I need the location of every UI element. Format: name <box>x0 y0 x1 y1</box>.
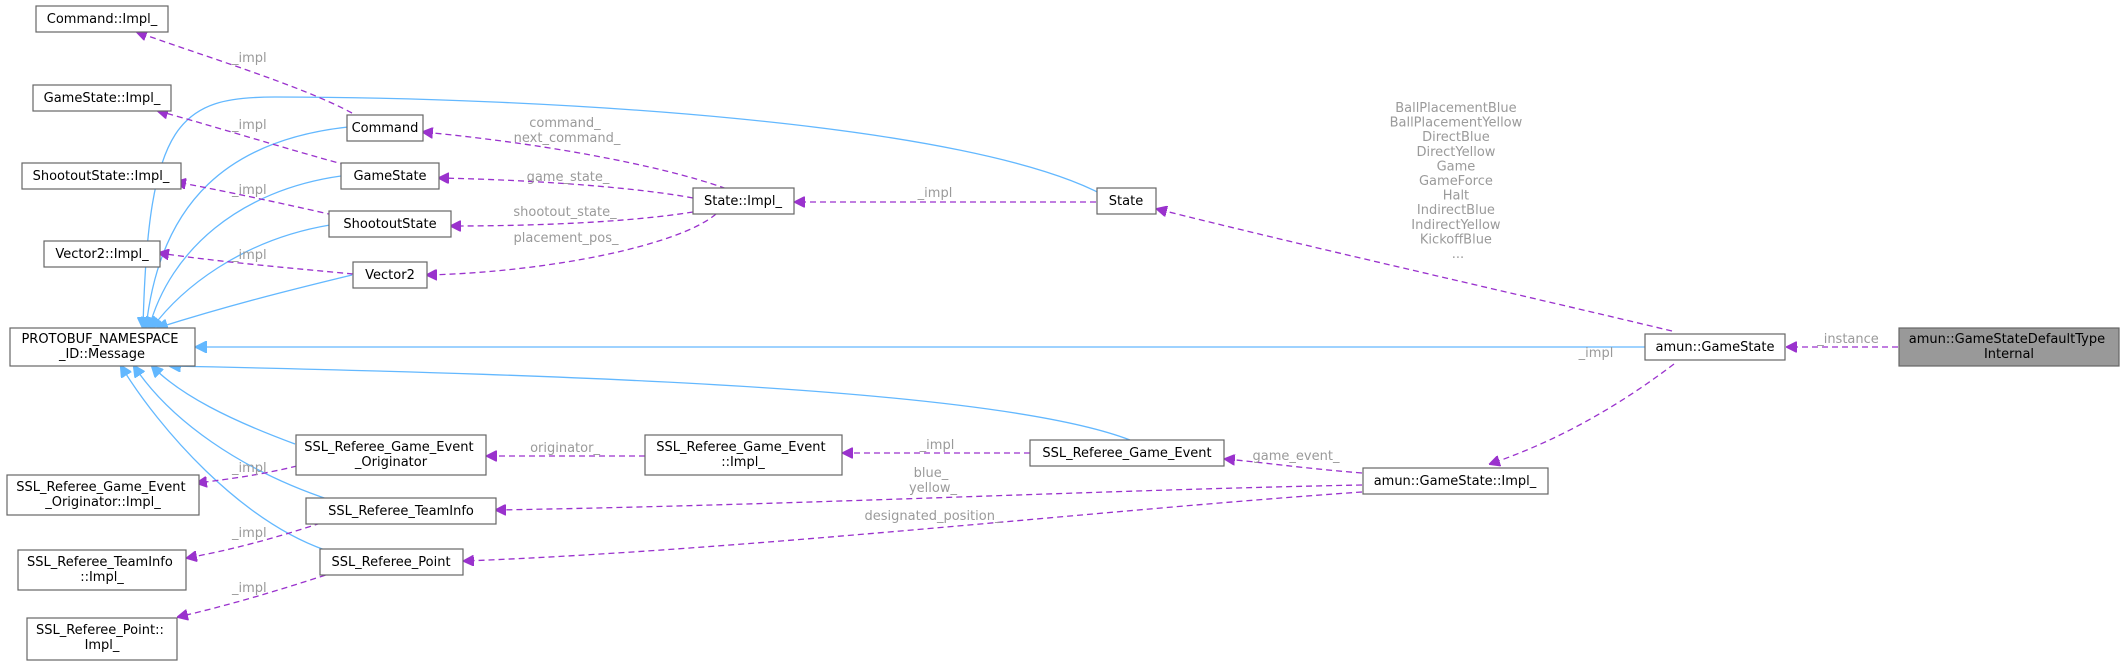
label-originator: originator_ <box>530 441 600 456</box>
svg-text:amun::GameState::Impl_: amun::GameState::Impl_ <box>1374 474 1537 489</box>
edge-state-impl-to-command <box>423 132 736 193</box>
nodes: Command::Impl_ GameState::Impl_ Shootout… <box>6 5 2120 661</box>
svg-text:Vector2::Impl_: Vector2::Impl_ <box>55 247 149 262</box>
edge-state-impl-to-vector2 <box>427 213 717 275</box>
svg-text:SSL_Referee_Game_Event: SSL_Referee_Game_Event <box>1042 446 1211 461</box>
node-protobuf-message[interactable]: PROTOBUF_NAMESPACE _ID::Message <box>9 327 196 367</box>
edge-gamestate-to-gamestate-impl <box>158 111 347 166</box>
label-gamestate-impl: _impl <box>231 118 267 133</box>
node-command-impl[interactable]: Command::Impl_ <box>35 5 169 33</box>
node-state-impl[interactable]: State::Impl_ <box>692 187 795 215</box>
svg-text:Vector2: Vector2 <box>365 268 415 283</box>
label-shootoutstate-impl: _impl <box>231 183 267 198</box>
node-gamestate[interactable]: GameState <box>340 162 440 190</box>
label-designated-position: designated_position_ <box>865 509 1002 524</box>
label-state-impl: _impl <box>917 186 953 201</box>
node-originator-impl[interactable]: SSL_Referee_Game_Event _Originator::Impl… <box>6 474 200 516</box>
node-shootoutstate-impl[interactable]: ShootoutState::Impl_ <box>21 162 182 190</box>
edge-state-to-message <box>143 96 1113 328</box>
svg-text:Command: Command <box>352 121 419 136</box>
edge-point-to-point-impl <box>178 571 336 617</box>
edge-shootoutstate-to-shootoutstate-impl <box>176 182 334 216</box>
label-amun-gamestate-impl: _impl <box>1578 346 1614 361</box>
label-shootout-state: shootout_state_ <box>513 205 617 220</box>
node-amun-gamestate[interactable]: amun::GameState <box>1644 333 1786 361</box>
edge-command-to-message <box>146 126 349 328</box>
usage-edges <box>137 32 1898 617</box>
node-point[interactable]: SSL_Referee_Point <box>319 548 464 576</box>
edge-command-to-command-impl <box>137 32 353 114</box>
svg-text:GameState::Impl_: GameState::Impl_ <box>44 91 161 106</box>
edge-amun-gamestate-to-state <box>1157 209 1673 332</box>
label-teaminfo-impl: _impl <box>231 526 267 541</box>
edge-gamestate-to-message <box>149 175 342 328</box>
label-game-event-impl: _impl <box>919 438 955 453</box>
edge-labels: _impl _impl _impl _impl command_ next_co… <box>231 51 1879 596</box>
svg-text:SSL_Referee_Game_Event: SSL_Referee_Game_Event ::Impl_ <box>656 440 829 470</box>
label-originator-impl: _impl <box>231 461 267 476</box>
node-command[interactable]: Command <box>346 114 424 142</box>
edge-vector2-to-vector2-impl <box>159 253 354 275</box>
svg-text:SSL_Referee_Game_Event: SSL_Referee_Game_Event _Originator <box>304 440 477 470</box>
edge-state-impl-to-shootoutstate <box>451 211 694 226</box>
edge-teaminfo-to-message <box>134 366 331 501</box>
svg-text:SSL_Referee_TeamInfo :: SSL_Referee_TeamInfo ::Impl_ <box>27 555 177 585</box>
edge-point-to-message <box>121 366 326 551</box>
label-enum-values: BallPlacementBlue BallPlacementYellow Di… <box>1390 101 1527 262</box>
edge-amun-impl-to-point <box>464 491 1363 561</box>
label-game-state: game_state_ <box>527 170 610 185</box>
label-blue-yellow: blue_ yellow_ <box>909 466 958 496</box>
node-teaminfo-impl[interactable]: SSL_Referee_TeamInfo ::Impl_ <box>17 549 187 591</box>
node-game-event-impl[interactable]: SSL_Referee_Game_Event ::Impl_ <box>644 434 843 476</box>
node-originator[interactable]: SSL_Referee_Game_Event _Originator <box>295 434 487 476</box>
svg-text:SSL_Referee_Game_Event: SSL_Referee_Game_Event _Originator::Impl… <box>16 480 189 510</box>
svg-text:SSL_Referee_TeamInfo: SSL_Referee_TeamInfo <box>328 504 474 519</box>
inheritance-edges <box>121 96 1645 551</box>
node-vector2[interactable]: Vector2 <box>352 261 428 289</box>
label-vector2-impl: _impl <box>231 248 267 263</box>
edge-originator-to-message <box>152 366 296 445</box>
svg-text:amun::GameStateDefaultType: amun::GameStateDefaultType Internal <box>1909 332 2109 362</box>
label-instance: _instance <box>1816 332 1879 347</box>
svg-text:SSL_Referee_Point:: Im: SSL_Referee_Point:: Impl_ <box>36 623 168 653</box>
label-point-impl: _impl <box>231 581 267 596</box>
node-shootoutstate[interactable]: ShootoutState <box>328 210 452 238</box>
node-point-impl[interactable]: SSL_Referee_Point:: Impl_ <box>26 617 178 661</box>
label-game-event: game_event_ <box>1253 449 1340 464</box>
svg-text:Command::Impl_: Command::Impl_ <box>47 12 158 27</box>
svg-text:PROTOBUF_NAMESPACE _ID: PROTOBUF_NAMESPACE _ID::Message <box>21 332 182 362</box>
edge-amun-gamestate-to-impl <box>1490 363 1675 464</box>
node-amun-gamestate-impl[interactable]: amun::GameState::Impl_ <box>1362 467 1549 495</box>
node-amun-gamestate-default-type-internal[interactable]: amun::GameStateDefaultType Internal <box>1898 327 2120 367</box>
edge-state-impl-to-gamestate <box>439 178 694 199</box>
edge-amun-impl-to-teaminfo <box>496 484 1363 510</box>
svg-text:ShootoutState: ShootoutState <box>343 217 436 232</box>
edge-amun-impl-to-game-event <box>1225 459 1363 474</box>
node-vector2-impl[interactable]: Vector2::Impl_ <box>43 240 161 268</box>
node-gamestate-impl[interactable]: GameState::Impl_ <box>32 84 172 112</box>
svg-text:State: State <box>1109 194 1143 209</box>
edge-shootoutstate-to-message <box>152 224 331 328</box>
node-teaminfo[interactable]: SSL_Referee_TeamInfo <box>305 497 497 525</box>
node-game-event[interactable]: SSL_Referee_Game_Event <box>1029 439 1225 467</box>
edge-teaminfo-to-teaminfo-impl <box>187 519 331 558</box>
svg-text:SSL_Referee_Point: SSL_Referee_Point <box>331 555 450 570</box>
label-placement-pos: placement_pos_ <box>514 231 619 246</box>
edge-vector2-to-message <box>157 274 353 328</box>
svg-text:amun::GameState: amun::GameState <box>1656 340 1775 355</box>
label-command-impl: _impl <box>231 51 267 66</box>
svg-text:State::Impl_: State::Impl_ <box>704 194 783 209</box>
edge-game-event-to-message <box>170 366 1131 441</box>
svg-text:ShootoutState::Impl_: ShootoutState::Impl_ <box>33 169 170 184</box>
node-state[interactable]: State <box>1096 187 1157 215</box>
edge-originator-to-originator-impl <box>197 465 298 483</box>
svg-text:GameState: GameState <box>353 169 426 184</box>
label-command-next-command: command_ next_command_ <box>514 116 621 146</box>
